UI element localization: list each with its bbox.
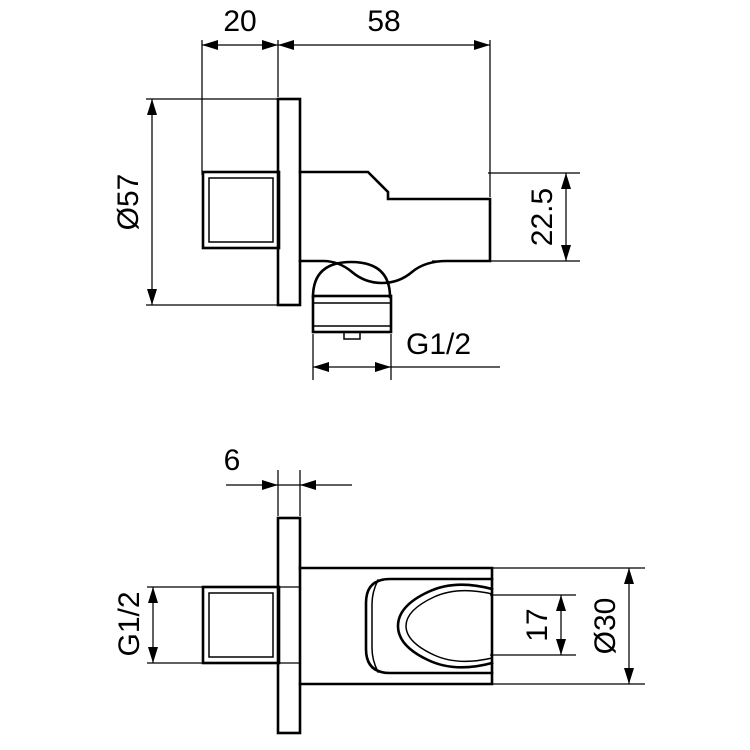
dim-d30-label: Ø30 [589,598,622,655]
dim-g12-h: G1/2 [312,328,500,380]
holder-body-outline-plan [298,566,494,686]
dim-g12-h-label: G1/2 [406,328,471,361]
dim-17-label: 17 [521,608,554,641]
holder-recess-inner-edge-plan [371,578,380,674]
holder-recess-plan [364,577,494,675]
plan-view: 6 G1/2 17 Ø30 [113,444,645,735]
dim-58-label: 58 [367,5,400,38]
side-elevation-view: 20 58 Ø57 22.5 G1/2 [112,5,580,380]
dim-g12-v-label: G1/2 [113,591,146,656]
cap-nut-outer-side [311,294,393,334]
clamp-jaw-c-profile-plan [396,583,494,669]
thread-stub-inner-side [208,177,274,243]
thread-stub-inner-plan [208,592,274,658]
outlet-nipple-side [343,331,361,340]
dim-6-label: 6 [224,444,241,477]
dim-22-5: 22.5 [432,172,580,262]
dim-d57-label: Ø57 [112,174,145,231]
dim-g12-v: G1/2 [113,586,300,664]
dim-20-label: 20 [223,5,256,38]
dim-22-5-label: 22.5 [526,188,559,246]
dim-d30: Ø30 [490,567,645,685]
dim-58: 58 [278,5,491,197]
dim-17: 17 [490,594,576,656]
dim-d57: Ø57 [112,98,300,306]
clamp-jaw-inner-profile-plan [405,589,493,663]
collar-dome-side [311,260,392,299]
thread-stub-outer-side [201,170,281,250]
dim-20: 20 [201,5,279,175]
dim-6: 6 [224,444,352,516]
